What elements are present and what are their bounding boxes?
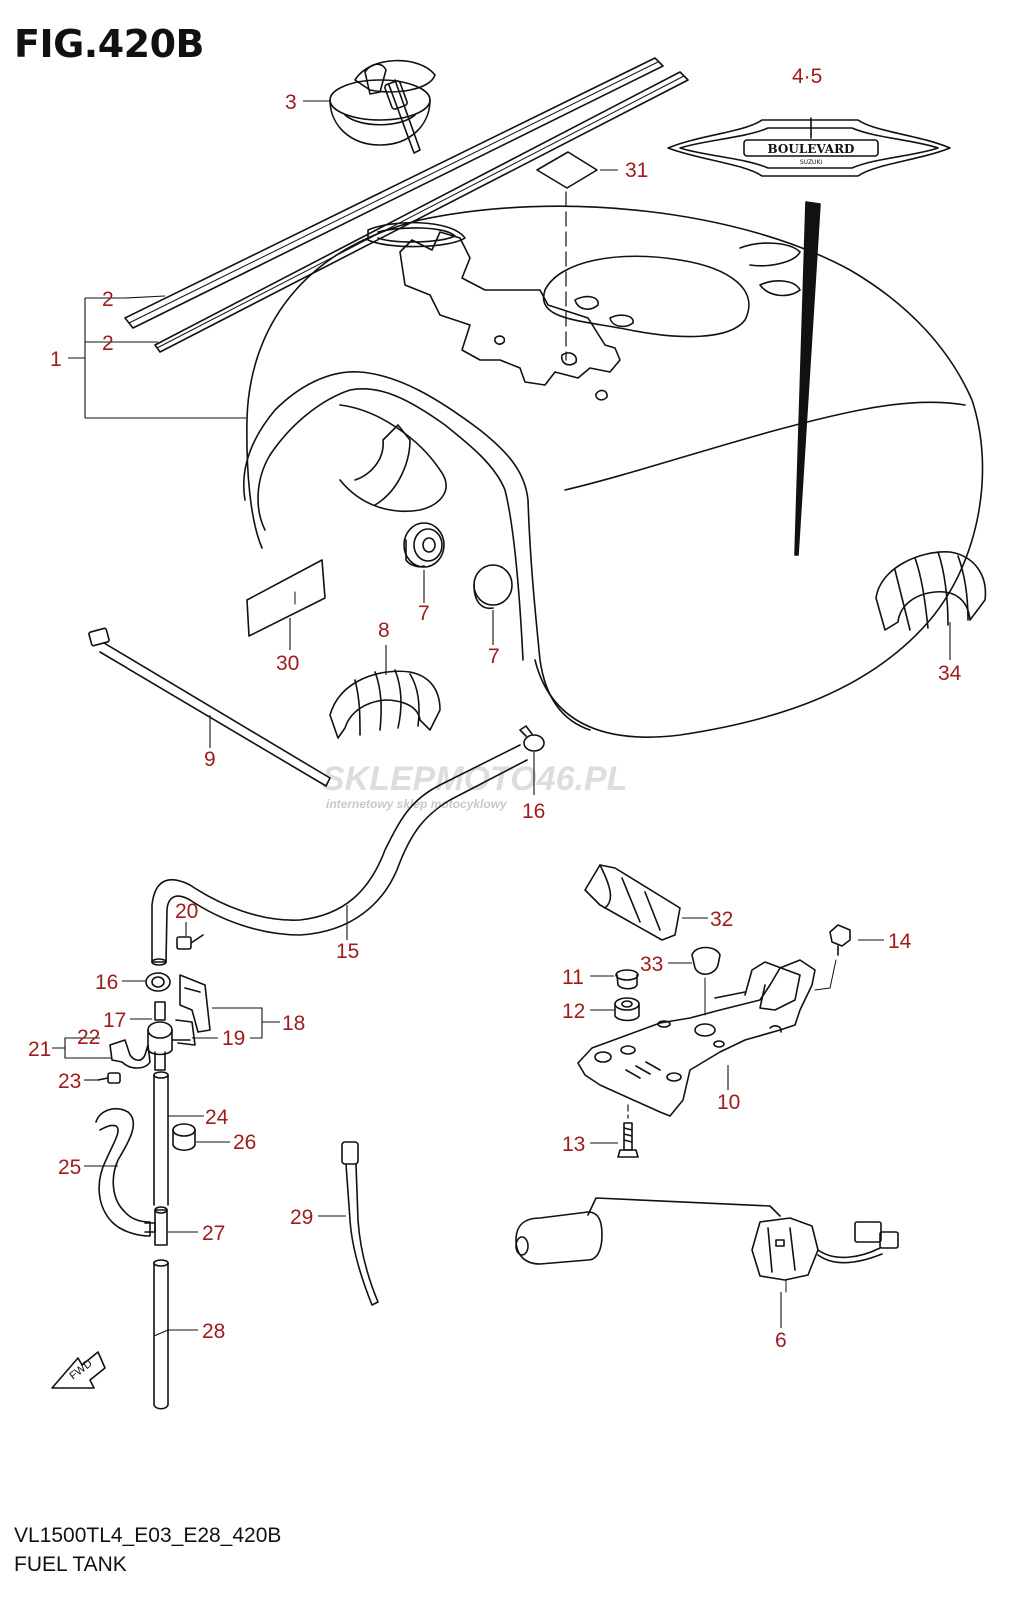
fuel-cap bbox=[329, 59, 436, 154]
bolt-14 bbox=[829, 924, 851, 956]
pin-stripe-lower bbox=[154, 71, 689, 353]
cushion-33 bbox=[691, 946, 721, 1016]
fuel-hose-28 bbox=[153, 1259, 169, 1410]
fwd-arrow-icon: FWD bbox=[51, 1351, 106, 1389]
tank-cushion-rear bbox=[875, 551, 987, 631]
callout-32: 32 bbox=[710, 908, 733, 931]
info-label bbox=[246, 559, 326, 637]
caution-label bbox=[536, 151, 598, 189]
callout-6: 6 bbox=[775, 1329, 787, 1352]
tank-rear-cushion bbox=[584, 864, 681, 941]
hose-sleeve bbox=[172, 1123, 196, 1152]
callouts: 1 2 2 3 4·5 31 30 7 7 8 34 9 16 15 20 16… bbox=[28, 65, 962, 1352]
callout-24: 24 bbox=[205, 1106, 229, 1129]
callout-23: 23 bbox=[58, 1070, 81, 1093]
callout-15: 15 bbox=[336, 940, 359, 963]
fuel-valve bbox=[147, 1001, 191, 1071]
collar-12 bbox=[614, 997, 640, 1022]
callout-9: 9 bbox=[204, 748, 216, 771]
callout-22: 22 bbox=[77, 1026, 100, 1049]
callout-29: 29 bbox=[290, 1206, 313, 1229]
callout-3: 3 bbox=[285, 91, 297, 114]
callout-16b: 16 bbox=[95, 971, 118, 994]
tank-decal-stripe bbox=[794, 201, 821, 556]
callout-2a: 2 bbox=[102, 288, 114, 311]
screw-13 bbox=[617, 1122, 639, 1158]
emblem-badge: BOULEVARD SUZUKI bbox=[667, 117, 951, 177]
t-joint bbox=[144, 1206, 168, 1246]
fuel-hose-25 bbox=[95, 1108, 151, 1237]
callout-7b: 7 bbox=[488, 645, 500, 668]
watermark-main: SKLEPMOTO46.PL bbox=[322, 760, 627, 798]
callout-11: 11 bbox=[562, 966, 584, 989]
footer-diagram-code: VL1500TL4_E03_E28_420B bbox=[14, 1524, 282, 1547]
fuel-hose-15 bbox=[151, 744, 528, 966]
hose-clamp-lower bbox=[145, 972, 171, 992]
leader-lines bbox=[52, 100, 951, 1331]
fuel-level-gauge bbox=[515, 1197, 899, 1293]
pin-stripe-upper bbox=[124, 57, 664, 329]
callout-20: 20 bbox=[175, 900, 198, 923]
bolt-20 bbox=[176, 934, 204, 950]
callout-1: 1 bbox=[50, 348, 62, 371]
screw-23 bbox=[97, 1072, 121, 1084]
callout-28: 28 bbox=[202, 1320, 225, 1343]
cushion-ring bbox=[403, 522, 445, 568]
tank-bracket bbox=[577, 959, 816, 1117]
callout-18: 18 bbox=[282, 1012, 305, 1035]
callout-7a: 7 bbox=[418, 602, 430, 625]
watermark-sub: internetowy sklep motocyklowy bbox=[326, 797, 508, 811]
emblem-subtext: SUZUKI bbox=[800, 159, 823, 166]
fuel-tank bbox=[242, 205, 984, 738]
cushion-plug bbox=[473, 564, 513, 610]
callout-4-5: 4·5 bbox=[792, 65, 822, 88]
callout-31: 31 bbox=[625, 159, 648, 182]
callout-13: 13 bbox=[562, 1133, 585, 1156]
callout-19: 19 bbox=[222, 1027, 245, 1050]
fuel-hose-24 bbox=[153, 1071, 169, 1206]
cable-tie bbox=[88, 627, 331, 787]
callout-17: 17 bbox=[103, 1009, 126, 1032]
figure-title: FIG.420B bbox=[14, 22, 205, 66]
callout-30: 30 bbox=[276, 652, 299, 675]
callout-33: 33 bbox=[640, 953, 663, 976]
hose-clamp-22 bbox=[109, 1039, 151, 1069]
callout-14: 14 bbox=[888, 930, 912, 953]
callout-26: 26 bbox=[233, 1131, 256, 1154]
tank-cushion-front bbox=[329, 669, 441, 739]
valve-bracket bbox=[175, 974, 211, 1046]
callout-34: 34 bbox=[938, 662, 962, 685]
cable-tie-29 bbox=[341, 1141, 379, 1306]
callout-27: 27 bbox=[202, 1222, 225, 1245]
callout-10: 10 bbox=[717, 1091, 740, 1114]
emblem-text: BOULEVARD bbox=[768, 142, 855, 156]
callout-25: 25 bbox=[58, 1156, 81, 1179]
collar-11 bbox=[615, 969, 639, 990]
watermark: SKLEPMOTO46.PL internetowy sklep motocyk… bbox=[322, 760, 627, 811]
footer-diagram-name: FUEL TANK bbox=[14, 1553, 127, 1576]
callout-8: 8 bbox=[378, 619, 390, 642]
hose-clamp-upper bbox=[519, 725, 545, 752]
callout-21: 21 bbox=[28, 1038, 51, 1061]
callout-16a: 16 bbox=[522, 800, 545, 823]
callout-2b: 2 bbox=[102, 332, 114, 355]
callout-12: 12 bbox=[562, 1000, 585, 1023]
